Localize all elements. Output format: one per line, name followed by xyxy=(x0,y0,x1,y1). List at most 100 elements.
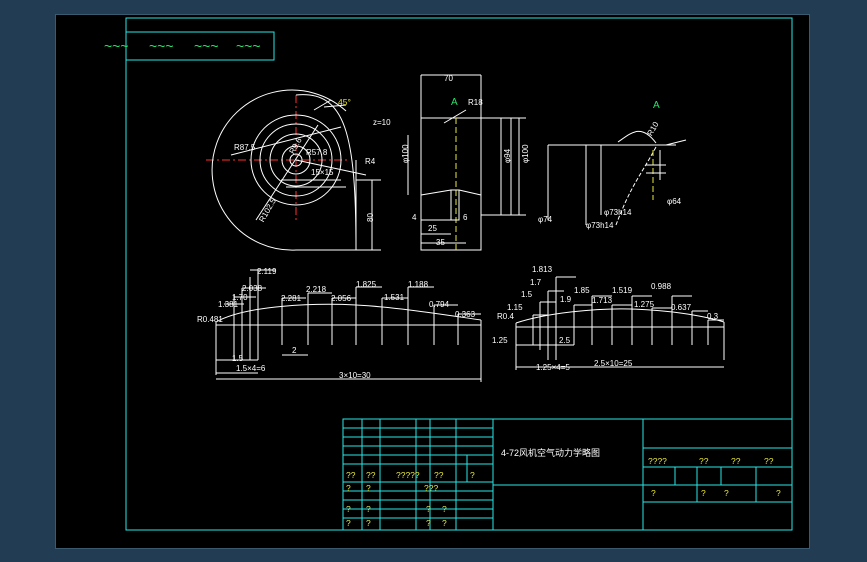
pl-d2-label: 2 xyxy=(292,346,297,355)
pl-value-7: 2.056 xyxy=(331,294,352,303)
pl-value-9: 1.531 xyxy=(384,293,405,302)
d100-left-label: φ100 xyxy=(401,144,410,163)
pl-value-8: 1.825 xyxy=(356,280,377,289)
r87-5-label: R87.5 xyxy=(234,143,256,152)
profile-left xyxy=(215,269,482,382)
dim-15x15-label: 15×15 xyxy=(311,168,334,177)
r10-label: R10 xyxy=(645,120,660,138)
drawing-canvas: ~~~ ~~~ ~~~ ~~~ xyxy=(104,17,793,531)
profile-right xyxy=(515,276,725,370)
pl-r-label: R0.481 xyxy=(197,315,223,324)
pr-value-6: 1.85 xyxy=(574,286,590,295)
side-view-labels: 70 A R18 z=10 φ100 φ94 φ100 4 6 25 35 xyxy=(373,74,530,247)
tb-left-r3-c2: ? xyxy=(366,504,371,514)
profile-right-labels: 1.813 1.7 1.5 1.15 1.9 1.85 1.713 1.519 … xyxy=(492,265,719,372)
pr-r-label: R0.4 xyxy=(497,312,514,321)
detail-view xyxy=(547,131,687,226)
pr-value-7: 1.713 xyxy=(592,296,613,305)
r4-label: R4 xyxy=(365,157,376,166)
tb-left-r2-c2: ? xyxy=(366,483,371,493)
pl-value-4: 1.381 xyxy=(218,300,239,309)
tb-left-r1-c5: ? xyxy=(470,470,475,480)
drawing-sheet: ~~~ ~~~ ~~~ ~~~ xyxy=(55,14,810,549)
tb-right-r2-c3: ? xyxy=(724,488,729,498)
pr-d125-label: 1.25 xyxy=(492,336,508,345)
tb-right-r2-c4: ? xyxy=(776,488,781,498)
pl-d3x10-label: 3×10=30 xyxy=(339,371,371,380)
pr-value-8: 1.519 xyxy=(612,286,633,295)
z10-label: z=10 xyxy=(373,118,391,127)
pr-value-10: 0.988 xyxy=(651,282,672,291)
profile-left-labels: 2.119 2.038 1.70 1.381 2.281 2.218 2.056… xyxy=(197,267,476,380)
detail-section-a-label: A xyxy=(653,100,660,111)
pr-d25-label: 2.5 xyxy=(559,336,571,345)
pr-value-12: 0.3 xyxy=(707,312,719,321)
pr-value-2: 1.7 xyxy=(530,278,542,287)
stamp-box: ~~~ ~~~ ~~~ ~~~ xyxy=(104,31,275,61)
d73-label-b: φ73h14 xyxy=(586,221,614,230)
section-a-label: A xyxy=(451,97,458,108)
front-view xyxy=(206,89,381,251)
r9-6-label: R9.6 xyxy=(287,136,304,156)
pr-value-5: 1.9 xyxy=(560,295,572,304)
pl-value-12: 0.363 xyxy=(455,310,476,319)
tb-left-r1-c1: ?? xyxy=(346,470,356,480)
drawing-title: 4-72风机空气动力学略图 xyxy=(501,447,600,458)
pl-value-2: 2.038 xyxy=(242,284,263,293)
tb-left-r4-c1: ? xyxy=(346,518,351,528)
d100-right-label: φ100 xyxy=(521,144,530,163)
tb-left-r3-c1: ? xyxy=(346,504,351,514)
pr-value-4: 1.15 xyxy=(507,303,523,312)
d94-label: φ94 xyxy=(503,148,512,163)
side-view xyxy=(407,74,526,251)
tb-right-r1-c3: ?? xyxy=(731,456,741,466)
tb-right-r1-c2: ?? xyxy=(699,456,709,466)
pl-d15-label: 1.5 xyxy=(232,354,244,363)
tb-left-r1-c4: ?? xyxy=(434,470,444,480)
r102-5-label: R102.5 xyxy=(257,196,278,223)
pr-value-9: 1.275 xyxy=(634,300,655,309)
pl-value-1: 2.119 xyxy=(257,267,277,276)
pl-value-10: 1.188 xyxy=(408,280,429,289)
tb-left-r1-c3: ????? xyxy=(396,470,420,480)
r57-8-label: R57.8 xyxy=(306,148,328,157)
pl-value-11: 0.794 xyxy=(429,300,450,309)
stamp-glyph-1: ~~~ xyxy=(104,38,129,54)
pl-value-5: 2.281 xyxy=(281,294,302,303)
tb-left-r1-c2: ?? xyxy=(366,470,376,480)
dim-6-label: 6 xyxy=(463,213,468,222)
tb-left-r4-c2: ? xyxy=(366,518,371,528)
tb-left-r3-c3: ? xyxy=(426,504,431,514)
dim-35-label: 35 xyxy=(436,238,445,247)
tb-left-r2-c3: ??? xyxy=(424,483,438,493)
stamp-glyph-2: ~~~ xyxy=(149,38,174,54)
title-block xyxy=(342,418,793,531)
tb-left-r3-c4: ? xyxy=(442,504,447,514)
tb-right-r1-c1: ???? xyxy=(648,456,667,466)
pr-d25x10-label: 2.5×10=25 xyxy=(594,359,633,368)
pl-value-3: 1.70 xyxy=(232,293,248,302)
dim-80-label: 80 xyxy=(366,213,375,222)
tb-left-r4-c3: ? xyxy=(426,518,431,528)
tb-right-r2-c2: ? xyxy=(701,488,706,498)
dim-25-label: 25 xyxy=(428,224,437,233)
r18-label: R18 xyxy=(468,98,483,107)
tb-right-r2-c1: ? xyxy=(651,488,656,498)
d74-label: φ74 xyxy=(538,215,553,224)
angle-45-label: 45° xyxy=(338,97,351,107)
width-70-label: 70 xyxy=(444,74,453,83)
pl-d15x4-label: 1.5×4=6 xyxy=(236,364,266,373)
pr-value-11: 0.637 xyxy=(671,303,692,312)
dim-4-label: 4 xyxy=(412,213,417,222)
stamp-glyph-4: ~~~ xyxy=(236,38,261,54)
tb-right-r1-c4: ?? xyxy=(764,456,774,466)
pl-value-6: 2.218 xyxy=(306,285,327,294)
pr-value-3: 1.5 xyxy=(521,290,533,299)
inner-frame xyxy=(125,17,793,531)
pr-value-1: 1.813 xyxy=(532,265,553,274)
d73-label-a: φ73h14 xyxy=(604,208,632,217)
stamp-glyph-3: ~~~ xyxy=(194,38,219,54)
pr-d125x4-label: 1.25×4=5 xyxy=(536,363,570,372)
d64-label: φ64 xyxy=(667,197,682,206)
